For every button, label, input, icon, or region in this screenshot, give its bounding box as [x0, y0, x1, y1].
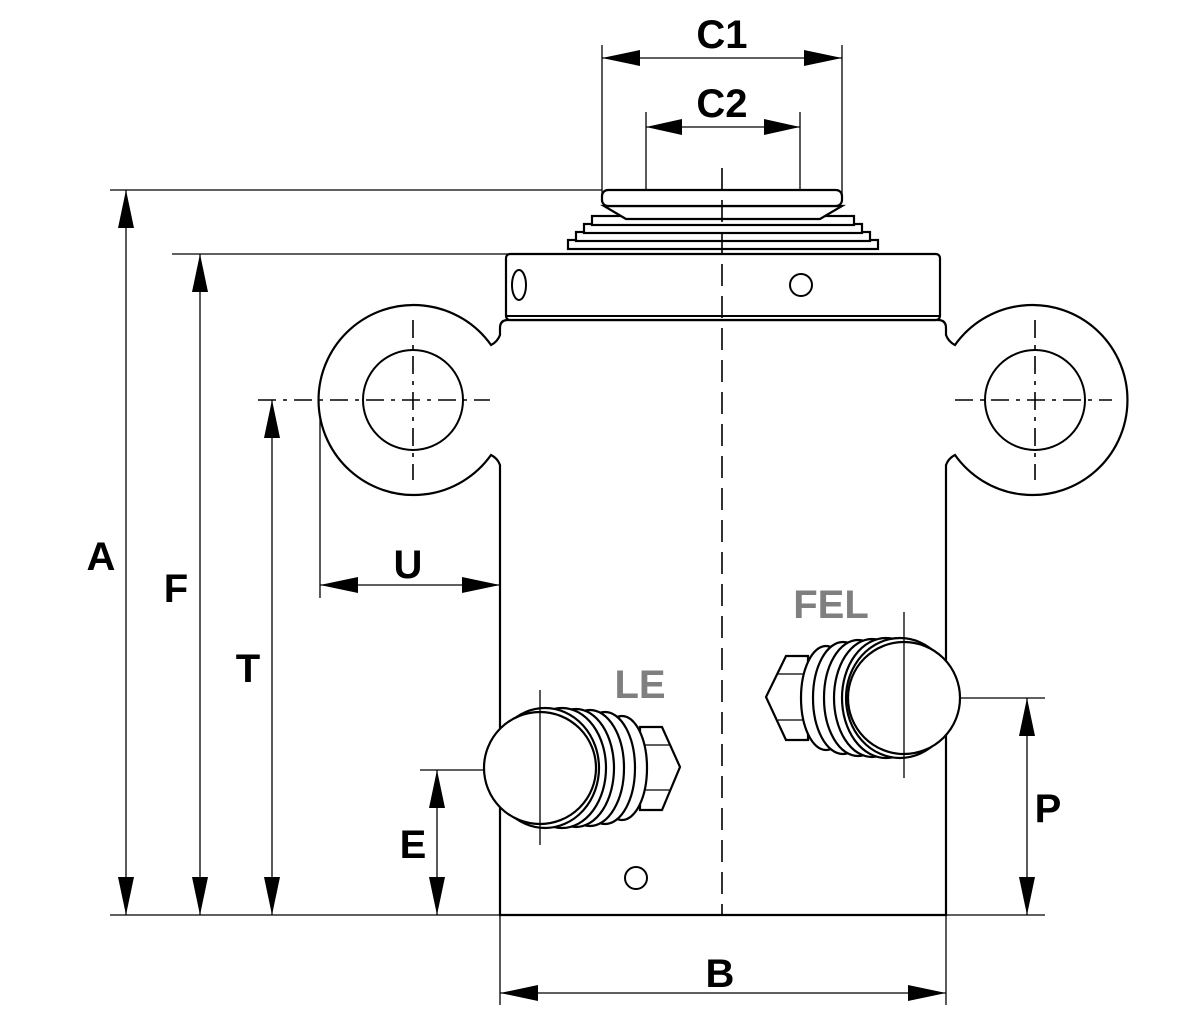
- label-e: E: [400, 823, 427, 867]
- dimension-lines: [118, 50, 1035, 1001]
- collar-side-hole: [511, 269, 527, 301]
- right-eye-hole: [984, 349, 1086, 451]
- label-u: U: [394, 543, 423, 587]
- le-coupler: [482, 706, 682, 830]
- label-fel: FEL: [793, 583, 869, 627]
- label-c1: C1: [696, 13, 747, 57]
- dimension-labels: C1 C2 A F T U E B P LE FEL: [87, 13, 1062, 996]
- label-f: F: [164, 567, 188, 611]
- label-c2: C2: [696, 82, 747, 126]
- label-a: A: [87, 535, 116, 579]
- plunger-saddle: [566, 188, 880, 251]
- fel-coupler: [764, 636, 962, 760]
- label-le: LE: [614, 663, 665, 707]
- collar-front-hole: [789, 273, 813, 297]
- cylinder-body: [317, 303, 1129, 917]
- body-small-hole: [624, 866, 648, 890]
- label-p: P: [1035, 787, 1062, 831]
- center-lines: [258, 168, 1112, 915]
- cylinder-collar: [504, 252, 942, 322]
- label-b: B: [706, 952, 735, 996]
- label-t: T: [236, 647, 260, 691]
